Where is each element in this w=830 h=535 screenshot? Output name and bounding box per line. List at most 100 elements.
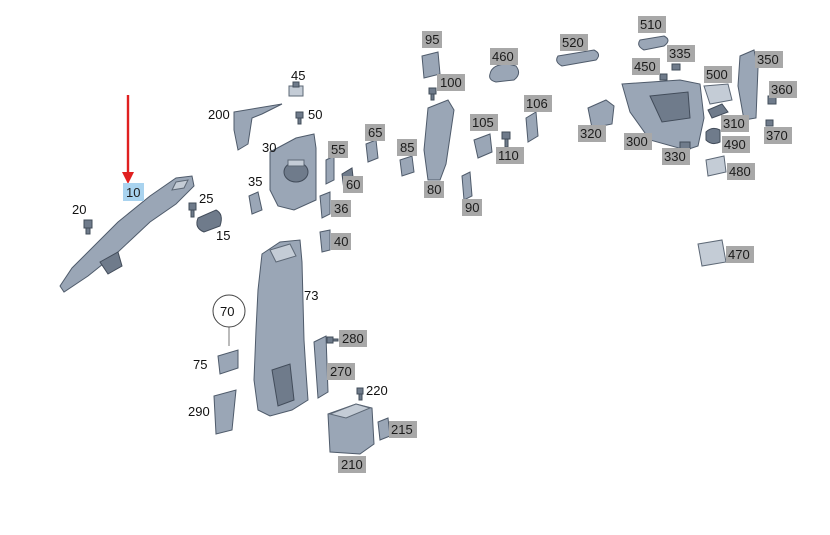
callout-95-label[interactable]: 95: [425, 32, 439, 47]
callout-100-label[interactable]: 100: [440, 75, 462, 90]
callout-270-label[interactable]: 270: [330, 364, 352, 379]
callout-520-label[interactable]: 520: [562, 35, 584, 50]
callout-55-label[interactable]: 55: [331, 142, 345, 157]
part-450-clip[interactable]: [659, 73, 668, 81]
callout-320: 320: [578, 125, 606, 142]
callout-105-label[interactable]: 105: [472, 115, 494, 130]
part-45-clip[interactable]: [288, 81, 304, 97]
callout-50-label[interactable]: 50: [308, 107, 322, 122]
callout-30-label[interactable]: 30: [262, 140, 276, 155]
part-36-clip[interactable]: [319, 191, 331, 219]
part-490-lens[interactable]: [705, 127, 721, 145]
callout-110-label[interactable]: 110: [498, 148, 519, 163]
callout-20-label[interactable]: 20: [72, 202, 86, 217]
callout-73-label[interactable]: 73: [304, 288, 318, 303]
callout-106-label[interactable]: 106: [526, 96, 548, 111]
callout-510: 510: [638, 16, 666, 33]
part-80-c-pillar-trim[interactable]: [423, 99, 455, 181]
part-270-bracket[interactable]: [313, 335, 329, 399]
part-215-clip[interactable]: [377, 417, 391, 441]
part-320-bracket[interactable]: [587, 99, 615, 129]
callout-80-label[interactable]: 80: [427, 182, 441, 197]
callout-290-label[interactable]: 290: [188, 404, 210, 419]
callout-200-label[interactable]: 200: [208, 107, 230, 122]
callout-500-label[interactable]: 500: [706, 67, 728, 82]
callout-40-label[interactable]: 40: [334, 234, 348, 249]
part-40-clip[interactable]: [319, 229, 331, 253]
callout-310-label[interactable]: 310: [723, 116, 745, 131]
part-73-inner-panel: [271, 363, 295, 407]
callout-45-label[interactable]: 45: [291, 68, 305, 83]
part-35-cover[interactable]: [248, 191, 263, 215]
part-200-bracket[interactable]: [233, 103, 283, 151]
part-500-cover[interactable]: [703, 83, 733, 105]
callout-70-label[interactable]: 70: [220, 304, 234, 319]
callout-85-label[interactable]: 85: [400, 140, 414, 155]
part-520-handle[interactable]: [556, 49, 600, 67]
part-280-screw[interactable]: [326, 336, 339, 344]
callout-25-label[interactable]: 25: [199, 191, 213, 206]
callout-350-label[interactable]: 350: [757, 52, 779, 67]
callout-90-label[interactable]: 90: [465, 200, 479, 215]
callout-280-label[interactable]: 280: [342, 331, 364, 346]
callout-210-label[interactable]: 210: [341, 457, 363, 472]
callout-330-label[interactable]: 330: [664, 149, 686, 164]
callout-335-label[interactable]: 335: [669, 46, 691, 61]
part-370-screw[interactable]: [765, 119, 774, 127]
callout-450-label[interactable]: 450: [634, 59, 656, 74]
part-110-screw[interactable]: [501, 131, 511, 148]
callout-480: 480: [727, 163, 755, 180]
callout-310: 310: [721, 115, 749, 132]
part-100-screw[interactable]: [428, 87, 437, 101]
callout-280: 280: [339, 330, 367, 347]
callout-65-label[interactable]: 65: [368, 125, 382, 140]
callout-80: 80: [424, 181, 444, 198]
callout-520: 520: [560, 34, 588, 51]
callout-270: 270: [327, 363, 355, 380]
part-25-screw[interactable]: [188, 202, 197, 218]
callout-60-label[interactable]: 60: [346, 177, 360, 192]
part-350-vertical-trim[interactable]: [737, 49, 759, 121]
callout-215-label[interactable]: 215: [391, 422, 413, 437]
part-480-cover[interactable]: [705, 155, 727, 177]
part-510-cap[interactable]: [638, 35, 669, 51]
callout-75-label[interactable]: 75: [193, 357, 207, 372]
callout-220-label[interactable]: 220: [366, 383, 388, 398]
callout-370-label[interactable]: 370: [766, 128, 788, 143]
part-210-top-face: [328, 403, 372, 419]
part-50-screw[interactable]: [295, 111, 304, 125]
part-460-cap[interactable]: [489, 63, 520, 83]
part-75-cover[interactable]: [217, 349, 239, 375]
callout-10-label[interactable]: 10: [126, 185, 140, 200]
callout-360-label[interactable]: 360: [771, 82, 793, 97]
part-10-a-pillar-trim[interactable]: [59, 175, 195, 293]
part-330-clip[interactable]: [679, 141, 691, 150]
part-73-top-vent: [269, 243, 297, 263]
callout-300-label[interactable]: 300: [626, 134, 648, 149]
part-85-clip[interactable]: [399, 155, 415, 177]
callout-35-label[interactable]: 35: [248, 174, 262, 189]
callout-490-label[interactable]: 490: [724, 137, 746, 152]
part-73-b-pillar-lower-trim[interactable]: [253, 239, 309, 417]
callout-320-label[interactable]: 320: [580, 126, 602, 141]
part-335-clip[interactable]: [671, 63, 681, 71]
callout-15-label[interactable]: 15: [216, 228, 230, 243]
callout-510-label[interactable]: 510: [640, 17, 662, 32]
part-90-clip[interactable]: [461, 171, 473, 201]
part-20-clip[interactable]: [83, 219, 93, 235]
callout-470: 470: [726, 246, 754, 263]
callout-470-label[interactable]: 470: [728, 247, 750, 262]
part-106-clip[interactable]: [525, 111, 539, 143]
part-290-trim[interactable]: [213, 389, 237, 435]
callout-460-label[interactable]: 460: [492, 49, 514, 64]
part-470-cover[interactable]: [697, 239, 727, 267]
callout-480-label[interactable]: 480: [729, 164, 751, 179]
callout-36-label[interactable]: 36: [334, 201, 348, 216]
part-55-clip[interactable]: [325, 155, 335, 185]
part-105-bracket[interactable]: [473, 133, 493, 159]
part-65-clip[interactable]: [365, 139, 379, 163]
part-15-cap[interactable]: [196, 209, 222, 233]
part-220-screw[interactable]: [356, 387, 364, 401]
part-310-lamp-housing[interactable]: [707, 103, 729, 119]
